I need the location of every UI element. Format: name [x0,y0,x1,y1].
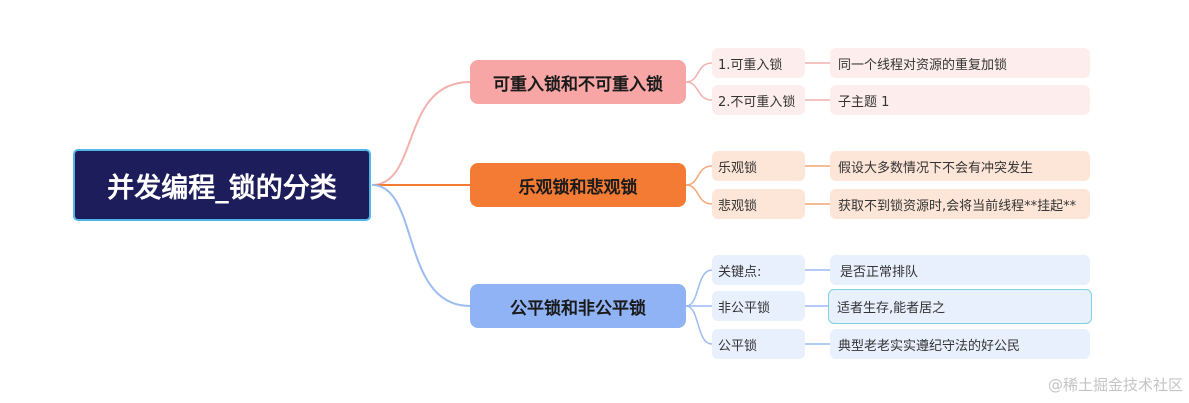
subtopic-fair[interactable]: 公平锁 [712,329,805,359]
root-topic[interactable]: 并发编程_锁的分类 [73,149,371,221]
link-root-branch-1 [371,81,471,186]
subtopic-pessimistic[interactable]: 悲观锁 [712,189,805,219]
branch-fair-unfair-lock[interactable]: 公平锁和非公平锁 [470,284,686,328]
leaf-pessimistic-desc[interactable]: 获取不到锁资源时,会将当前线程**挂起** [830,189,1090,219]
subtopic-reentrant[interactable]: 1.可重入锁 [712,48,805,78]
leaf-key-point-desc[interactable]: 是否正常排队 [830,255,1090,285]
subtopic-optimistic[interactable]: 乐观锁 [712,151,805,181]
branch-reentrant-lock[interactable]: 可重入锁和不可重入锁 [470,60,686,104]
watermark: @稀土掘金技术社区 [1047,376,1183,394]
subtopic-unfair[interactable]: 非公平锁 [712,291,805,321]
link-branch-3-sub-3 [685,305,713,345]
subtopic-key-point[interactable]: 关键点: [712,255,805,285]
leaf-reentrant-desc[interactable]: 同一个线程对资源的重复加锁 [830,48,1090,78]
leaf-optimistic-desc[interactable]: 假设大多数情况下不会有冲突发生 [830,151,1090,181]
leaf-unfair-desc[interactable]: 适者生存,能者居之 [828,289,1092,324]
link-branch-1-sub-1 [685,62,713,83]
subtopic-non-reentrant[interactable]: 2.不可重入锁 [712,85,805,115]
link-branch-3-sub-1 [685,269,713,307]
link-branch-2-sub-1 [685,165,713,186]
leaf-non-reentrant-desc[interactable]: 子主题 1 [830,85,1090,115]
link-branch-2-sub-2 [685,184,713,205]
branch-optimistic-pessimistic-lock[interactable]: 乐观锁和悲观锁 [470,163,686,207]
link-root-branch-3 [371,184,471,307]
leaf-fair-desc[interactable]: 典型老老实实遵纪守法的好公民 [830,329,1090,359]
link-branch-1-sub-2 [685,81,713,101]
